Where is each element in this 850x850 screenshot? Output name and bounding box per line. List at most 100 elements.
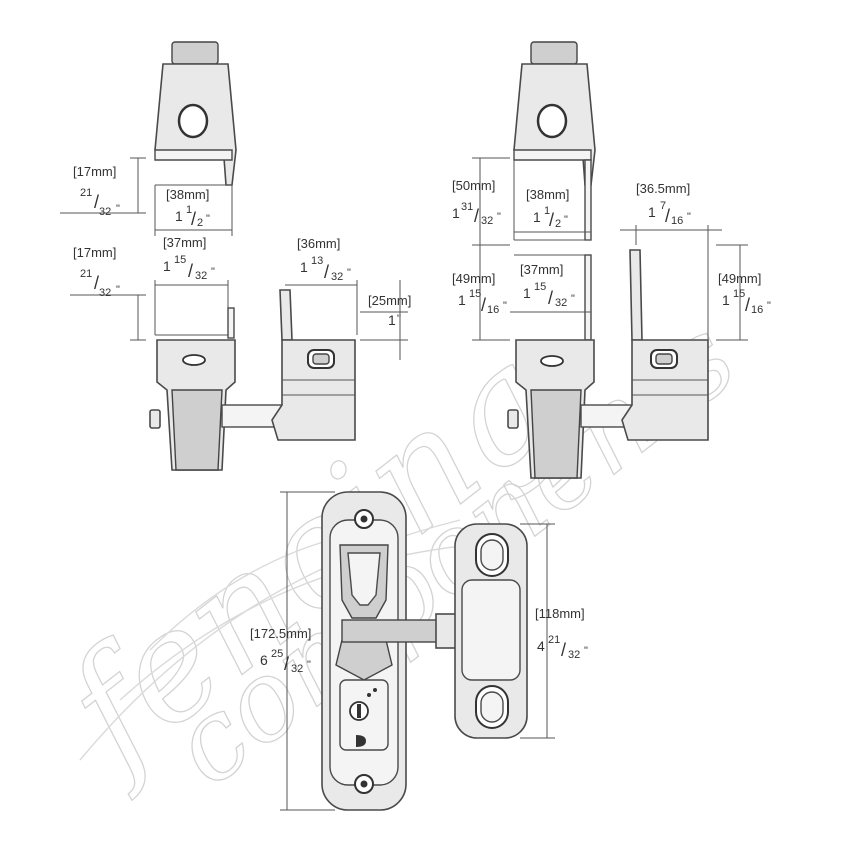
dim-36: [36mm] 1 13 / 32 " <box>285 236 358 335</box>
dim-38a-mm: [38mm] <box>166 187 209 202</box>
svg-text:25: 25 <box>271 648 283 660</box>
dim-365: [36.5mm] 1 7 / 16 " <box>620 181 722 340</box>
dim-1725-mm: [172.5mm] <box>250 626 311 641</box>
dim-118: [118mm] 4 21 / 32 " <box>520 523 588 739</box>
dim-49b: [49mm] 1 15 / 16 " <box>716 244 771 341</box>
svg-text:": " <box>307 659 311 671</box>
dim-38b-mm: [38mm] <box>526 187 569 202</box>
dim-38a: [38mm] 1 1 / 2 " <box>154 185 233 236</box>
dim-17a: [17mm] 21 / 32 " <box>60 157 146 218</box>
left-top-part <box>154 41 237 186</box>
svg-text:": " <box>497 211 501 223</box>
right-top-part <box>513 41 596 241</box>
dim-37a: [37mm] 1 15 / 32 " <box>154 235 229 335</box>
svg-text:21: 21 <box>548 634 560 646</box>
svg-text:": " <box>116 203 120 215</box>
svg-text:7: 7 <box>660 200 666 212</box>
svg-text:": " <box>347 267 351 279</box>
svg-text:15: 15 <box>733 288 745 300</box>
dim-50: [50mm] 1 31 / 32 " <box>452 157 510 246</box>
dim-25: [25mm] 1 " <box>360 280 411 360</box>
dim-17a-den: 32 <box>99 206 111 218</box>
svg-text:1: 1 <box>175 208 183 224</box>
dim-36-mm: [36mm] <box>297 236 340 251</box>
dim-17a-num: 21 <box>80 187 92 199</box>
svg-text:": " <box>116 284 120 296</box>
svg-text:1: 1 <box>452 205 460 221</box>
dim-37b-mm: [37mm] <box>520 262 563 277</box>
dim-1725: [172.5mm] 6 25 / 32 " <box>250 491 335 811</box>
svg-text:1: 1 <box>458 292 466 308</box>
front-view-keeper <box>454 523 528 739</box>
dim-49a-mm: [49mm] <box>452 271 495 286</box>
svg-text:32: 32 <box>99 287 111 299</box>
dim-49b-mm: [49mm] <box>718 271 761 286</box>
svg-text:/: / <box>745 295 750 315</box>
left-bottom-assembly <box>149 289 356 471</box>
svg-text:1: 1 <box>533 209 541 225</box>
svg-text:21: 21 <box>80 268 92 280</box>
svg-text:": " <box>767 300 771 312</box>
svg-text:/: / <box>191 209 196 229</box>
svg-text:13: 13 <box>311 255 323 267</box>
svg-text:32: 32 <box>331 271 343 283</box>
svg-text:4: 4 <box>537 638 545 654</box>
svg-text:/: / <box>549 210 554 230</box>
svg-text:1: 1 <box>544 205 550 217</box>
svg-text:16: 16 <box>671 215 683 227</box>
svg-text:1: 1 <box>523 285 531 301</box>
svg-text:1: 1 <box>186 204 192 216</box>
dim-17b-mm: [17mm] <box>73 245 116 260</box>
svg-text:32: 32 <box>568 649 580 661</box>
svg-text:2: 2 <box>555 218 561 230</box>
dim-118-mm: [118mm] <box>535 606 585 621</box>
svg-text:/: / <box>665 206 670 226</box>
svg-text:/: / <box>481 295 486 315</box>
svg-text:2: 2 <box>197 217 203 229</box>
svg-text:15: 15 <box>174 254 186 266</box>
dim-37b: [37mm] 1 15 / 32 " <box>510 262 591 313</box>
svg-text:31: 31 <box>461 201 473 213</box>
svg-text:/: / <box>561 640 566 660</box>
dim-25-mm: [25mm] <box>368 293 411 308</box>
svg-text:32: 32 <box>555 297 567 309</box>
svg-text:": " <box>211 266 215 278</box>
svg-text:1: 1 <box>388 312 396 328</box>
svg-text:/: / <box>94 192 99 212</box>
right-bottom-assembly <box>507 249 709 479</box>
svg-text:/: / <box>324 262 329 282</box>
svg-text:1: 1 <box>722 292 730 308</box>
dim-49a: [49mm] 1 15 / 16 " <box>452 245 510 341</box>
dim-38b: [38mm] 1 1 / 2 " <box>513 160 591 240</box>
svg-text:/: / <box>474 206 479 226</box>
svg-text:32: 32 <box>481 215 493 227</box>
svg-text:1: 1 <box>163 258 171 274</box>
dim-365-mm: [36.5mm] <box>636 181 690 196</box>
svg-text:/: / <box>188 261 193 281</box>
svg-text:": " <box>206 213 210 225</box>
dim-17a-mm: [17mm] <box>73 164 116 179</box>
svg-text:": " <box>564 214 568 226</box>
svg-text:/: / <box>94 273 99 293</box>
svg-text:6: 6 <box>260 652 268 668</box>
svg-text:": " <box>584 645 588 657</box>
svg-text:15: 15 <box>534 281 546 293</box>
dim-37a-mm: [37mm] <box>163 235 206 250</box>
svg-text:": " <box>571 293 575 305</box>
svg-text:32: 32 <box>291 663 303 675</box>
svg-text:1: 1 <box>300 259 308 275</box>
svg-text:": " <box>687 211 691 223</box>
dim-17b: [17mm] 21 / 32 " <box>70 245 146 341</box>
svg-text:15: 15 <box>469 288 481 300</box>
svg-text:/: / <box>548 288 553 308</box>
front-view-latch <box>321 491 465 811</box>
svg-text:": " <box>503 300 507 312</box>
svg-text:": " <box>397 313 401 325</box>
svg-text:/: / <box>284 654 289 674</box>
svg-text:32: 32 <box>195 270 207 282</box>
dim-50-mm: [50mm] <box>452 178 495 193</box>
svg-text:16: 16 <box>487 304 499 316</box>
svg-text:16: 16 <box>751 304 763 316</box>
svg-text:1: 1 <box>648 204 656 220</box>
